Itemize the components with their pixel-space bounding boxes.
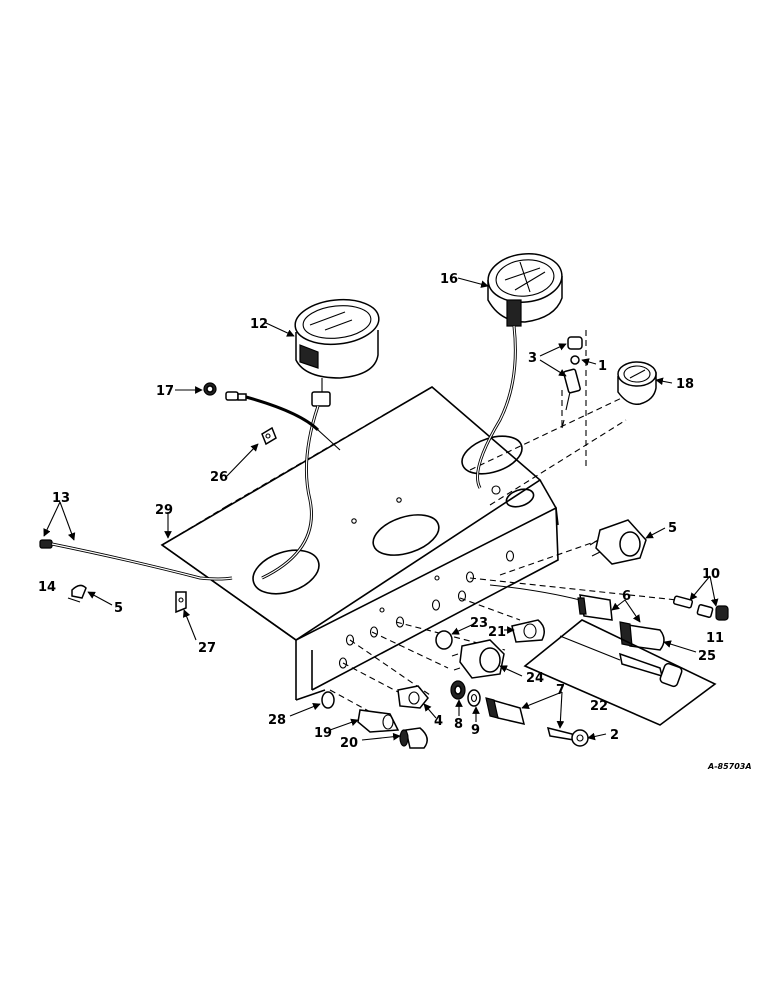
switch-21 [511,619,545,643]
switch-4 [397,685,429,709]
callout-label-25: 25 [698,649,716,664]
callout-label-6: 6 [622,589,631,604]
lamp-socket-assembly [561,336,583,429]
switch-5 [589,519,647,565]
light-switch-6 [489,584,665,651]
callout-label-20: 20 [340,736,358,751]
long-cable [39,539,233,581]
gauge-capillary-tube [476,325,517,489]
combination-gauge [487,253,563,327]
grommet-23 [435,630,453,650]
callout-label-17: 17 [156,384,174,399]
callout-label-3: 3 [528,351,537,366]
callout-label-26: 26 [210,470,228,485]
clip-27 [175,591,187,614]
callout-arrows [43,277,719,741]
callout-label-9: 9 [471,723,480,738]
callout-label-19: 19 [314,726,332,741]
choke-control-22 [523,619,717,726]
callout-label-2: 2 [610,728,619,743]
callout-label-7: 7 [556,683,565,698]
callout-label-5-right: 5 [668,521,677,536]
connector-10-11 [672,595,729,621]
tachometer-cable [261,405,320,580]
callout-label-28: 28 [268,713,286,728]
callout-label-13: 13 [52,491,70,506]
callout-label-11: 11 [706,631,724,646]
ignition-key-2 [546,726,589,747]
callout-label-24: 24 [526,671,544,686]
callout-label-12: 12 [250,317,268,332]
callout-label-8: 8 [454,717,463,732]
callout-labels: 12 16 17 18 3 1 26 29 13 14 5 27 5 10 11… [38,272,752,771]
knob-20 [399,727,428,749]
callout-label-27: 27 [198,641,216,656]
callout-label-29: 29 [155,503,173,518]
drawing-code: A-85703A [707,762,752,771]
callout-label-22: 22 [590,699,608,714]
washer-9 [467,689,481,707]
callout-label-10: 10 [702,567,720,582]
callout-label-16: 16 [440,272,458,287]
cable-fitting-17 [203,382,341,451]
callout-label-4: 4 [434,714,443,729]
ignition-switch-7 [485,697,526,726]
switch-19 [357,709,400,733]
callout-label-18: 18 [676,377,694,392]
nut-8 [450,680,466,700]
callout-label-23: 23 [470,616,488,631]
callout-label-21: 21 [488,625,506,640]
switch-24 [451,639,505,679]
callout-label-1: 1 [598,359,607,374]
callout-label-5-left: 5 [114,601,123,616]
small-gauge [617,361,657,405]
clip-26 [261,426,277,446]
cable-clip [67,584,87,603]
bulb-28 [321,691,335,709]
callout-label-14: 14 [38,580,56,595]
assembly-leader-lines [161,330,678,721]
tachometer-gauge [294,298,380,407]
